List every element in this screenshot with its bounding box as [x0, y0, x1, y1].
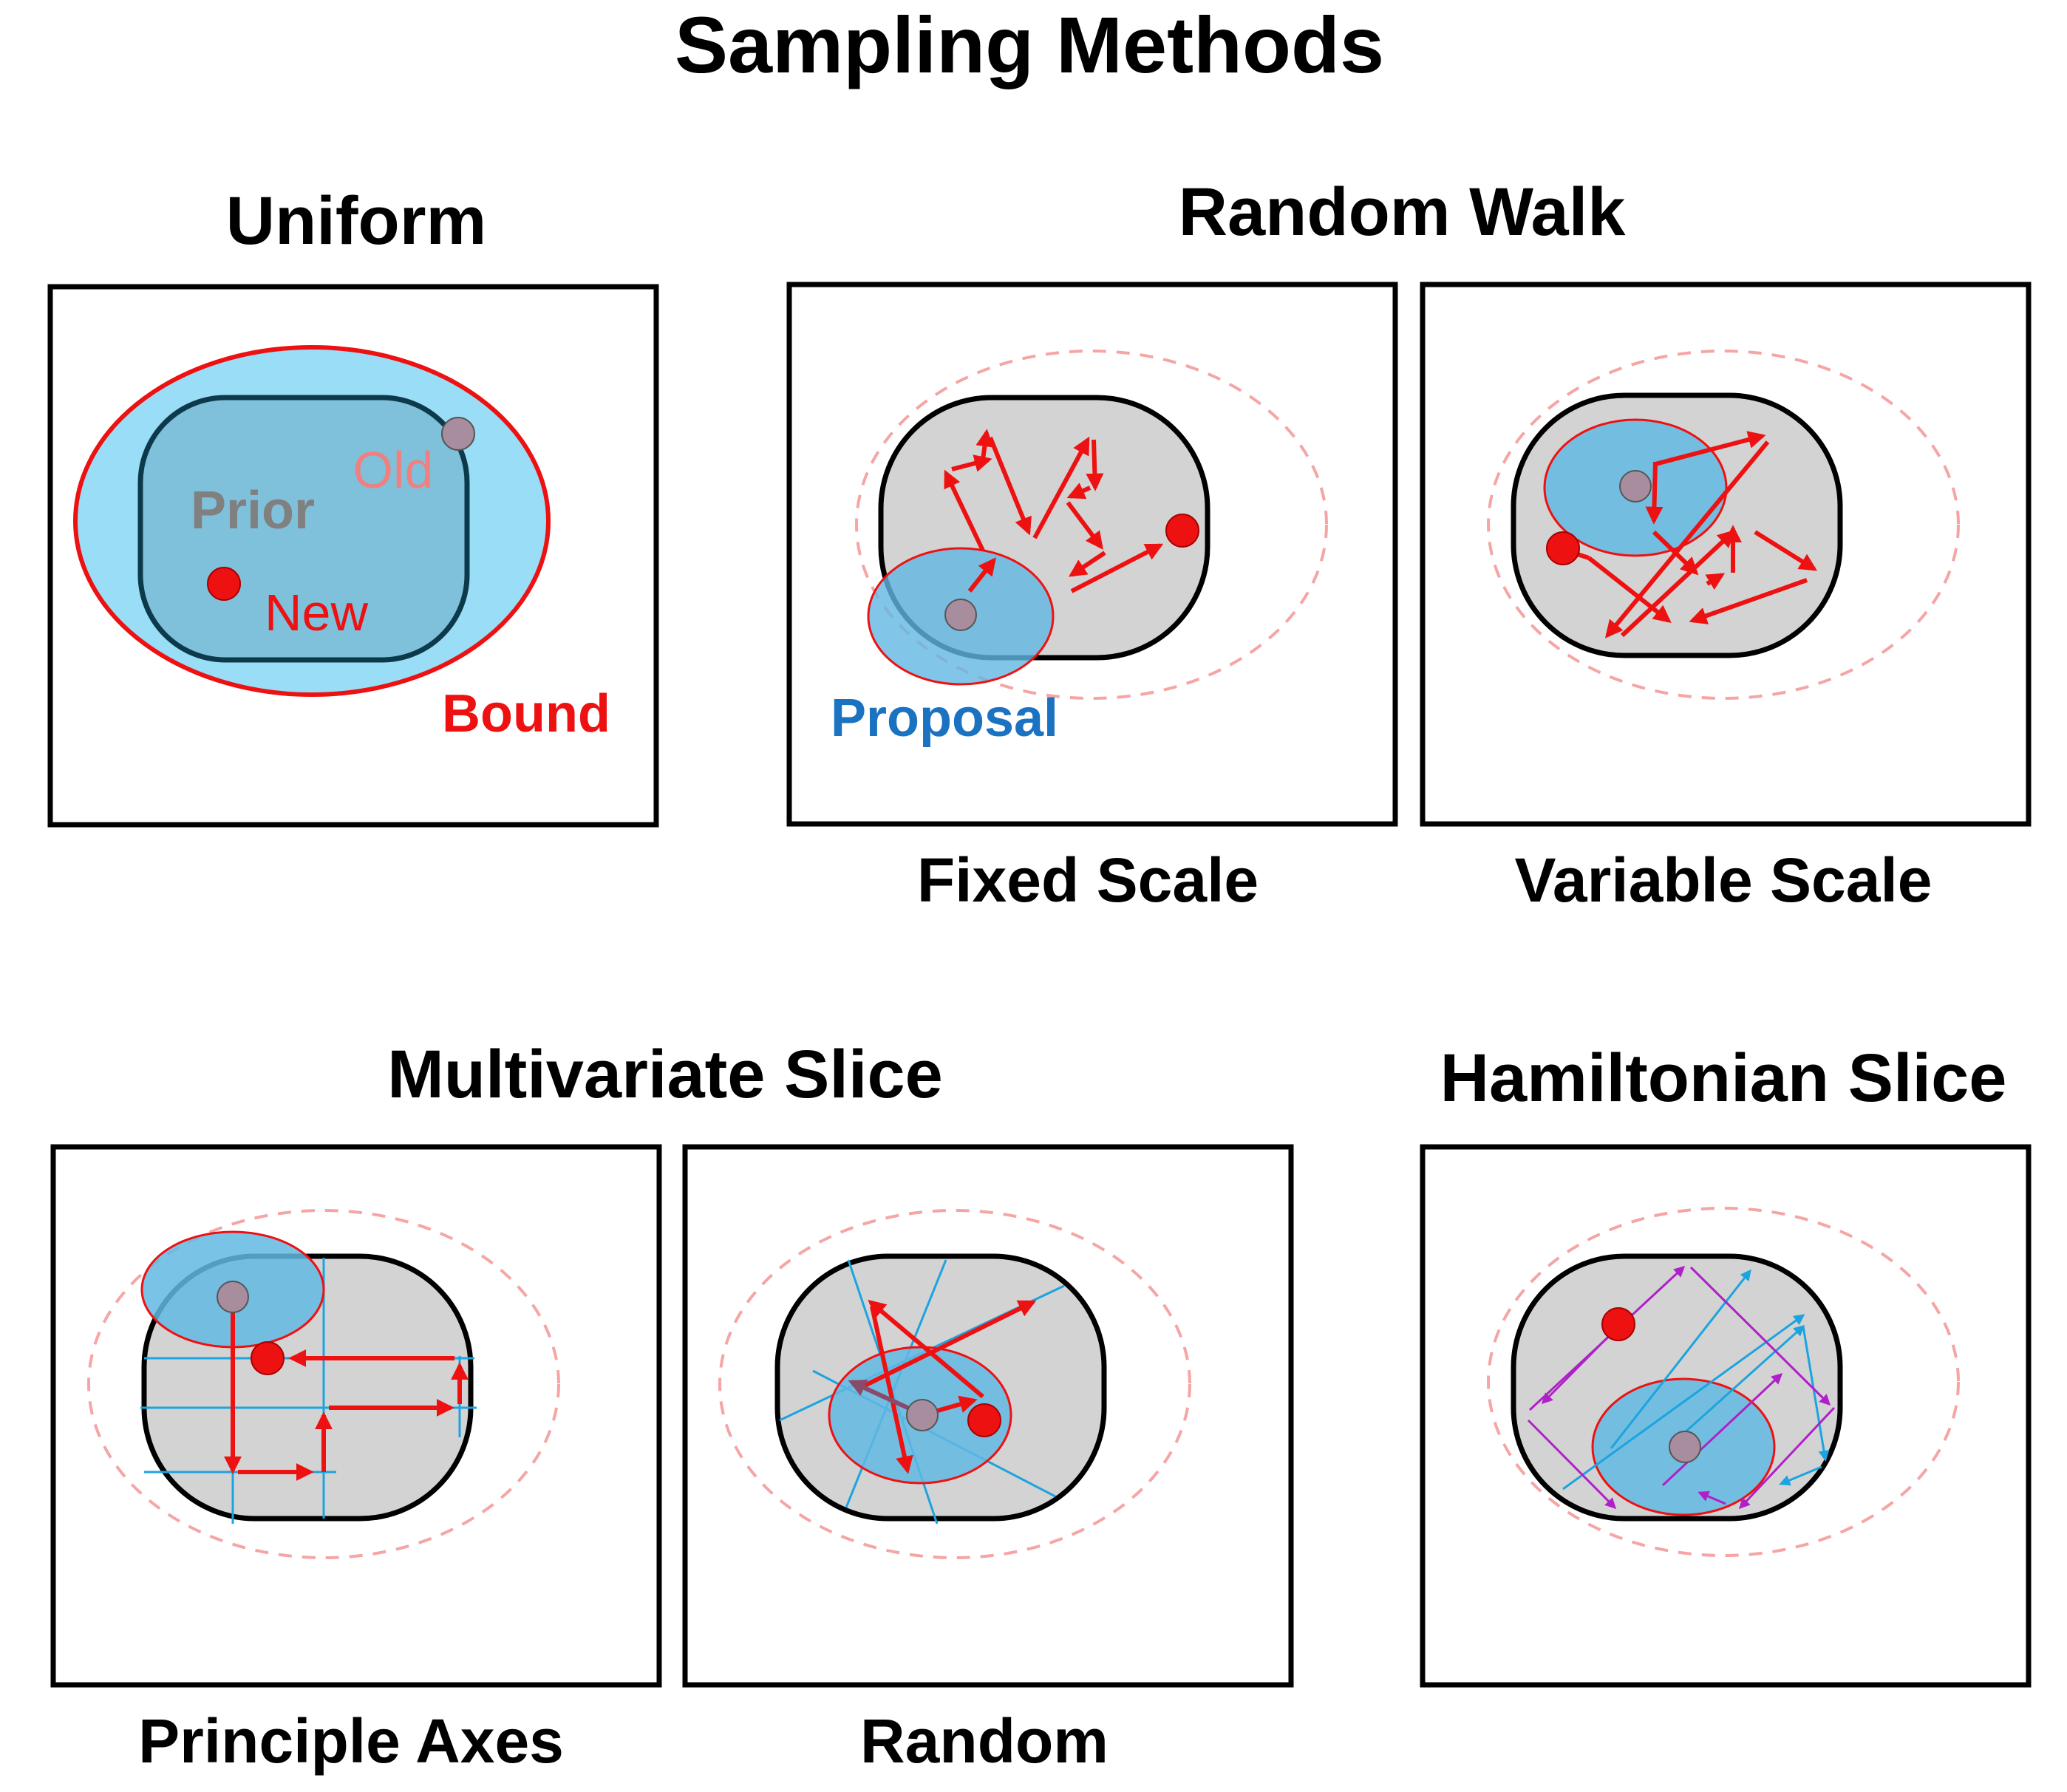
walk-step	[988, 436, 1032, 536]
label-proposal: Proposal	[831, 689, 1058, 748]
bound-ellipse-dashed	[855, 350, 1328, 700]
walk-step	[1066, 501, 1103, 550]
slice-step	[868, 1299, 984, 1399]
new-point	[207, 567, 241, 601]
trajectory-segment	[1802, 1326, 1830, 1462]
walk-step	[951, 454, 992, 472]
walk-step	[1754, 530, 1818, 571]
trajectory-segment	[1527, 1419, 1617, 1510]
hamiltonian-paths-blue	[1562, 1269, 1830, 1491]
slice-steps	[856, 1299, 1037, 1474]
new-point	[967, 1403, 1001, 1437]
walk-step	[1070, 543, 1164, 593]
walk-step	[1086, 439, 1104, 491]
trajectory-segment	[1738, 1406, 1836, 1510]
walk-arrows	[1556, 431, 1818, 638]
slice-step	[856, 1300, 1037, 1391]
bound-ellipse-dashed	[1487, 350, 1960, 700]
trajectory-segment	[1682, 1324, 1805, 1435]
old-point	[217, 1281, 249, 1313]
old-point	[944, 599, 977, 631]
old-point	[441, 417, 475, 451]
old-point	[906, 1399, 939, 1431]
walk-step	[1587, 556, 1672, 623]
slice-steps	[224, 1302, 469, 1481]
label-prior: Prior	[191, 481, 315, 540]
walk-step	[1604, 440, 1770, 638]
walk-arrows	[944, 429, 1164, 593]
walk-step	[1066, 483, 1092, 500]
section-title-random-walk: Random Walk	[1179, 174, 1627, 250]
label-bound: Bound	[442, 684, 610, 743]
new-point	[1601, 1307, 1635, 1341]
walk-step	[967, 557, 996, 593]
trajectory-segment	[1689, 1266, 1831, 1406]
panel-variable-scale	[1420, 282, 2032, 827]
section-title-multivariate-slice: Multivariate Slice	[387, 1037, 943, 1112]
new-point	[1546, 531, 1580, 565]
walk-step	[1032, 436, 1090, 539]
walk-step	[1652, 530, 1699, 576]
old-point	[1669, 1431, 1701, 1463]
figure-title: Sampling Methods	[675, 0, 1384, 89]
caption-fixed-scale: Fixed Scale	[917, 845, 1259, 915]
section-title-hamiltonian-slice: Hamiltonian Slice	[1440, 1040, 2007, 1116]
hamiltonian-paths-purple	[1527, 1265, 1836, 1510]
old-point	[1619, 470, 1652, 502]
bound-ellipse-dashed	[718, 1209, 1191, 1559]
label-old: Old	[353, 441, 434, 499]
trajectory-segment	[1697, 1491, 1726, 1505]
trajectory-segment	[1661, 1372, 1783, 1487]
caption-principle-axes: Principle Axes	[138, 1706, 564, 1776]
panel-hamiltonian-slice	[1420, 1144, 2032, 1688]
label-new: New	[265, 584, 368, 641]
new-point	[1165, 514, 1199, 548]
walk-step	[1645, 461, 1664, 525]
bound-ellipse-dashed	[1487, 1207, 1960, 1557]
panel-fixed-scale: Proposal	[786, 282, 1398, 827]
panel-random	[682, 1144, 1294, 1688]
panel-principle-axes	[50, 1144, 662, 1688]
bound-ellipse-dashed	[87, 1209, 560, 1559]
caption-random: Random	[860, 1706, 1109, 1776]
trajectory-segment	[1528, 1265, 1686, 1411]
section-title-uniform: Uniform	[226, 183, 487, 259]
trajectory-segment	[1610, 1269, 1751, 1449]
walk-step	[1705, 573, 1726, 590]
panel-uniform: Prior Old New Bound	[47, 284, 659, 828]
caption-variable-scale: Variable Scale	[1514, 845, 1932, 915]
walk-step	[944, 469, 985, 552]
new-point	[251, 1341, 285, 1375]
trajectory-segment	[1562, 1314, 1805, 1491]
walk-step	[1069, 551, 1106, 577]
trajectory-segment	[1779, 1465, 1822, 1486]
slice-step	[870, 1306, 913, 1474]
walk-step	[975, 429, 994, 460]
walk-step	[1655, 431, 1766, 466]
walk-step	[1620, 529, 1736, 638]
walk-step	[1689, 578, 1808, 624]
